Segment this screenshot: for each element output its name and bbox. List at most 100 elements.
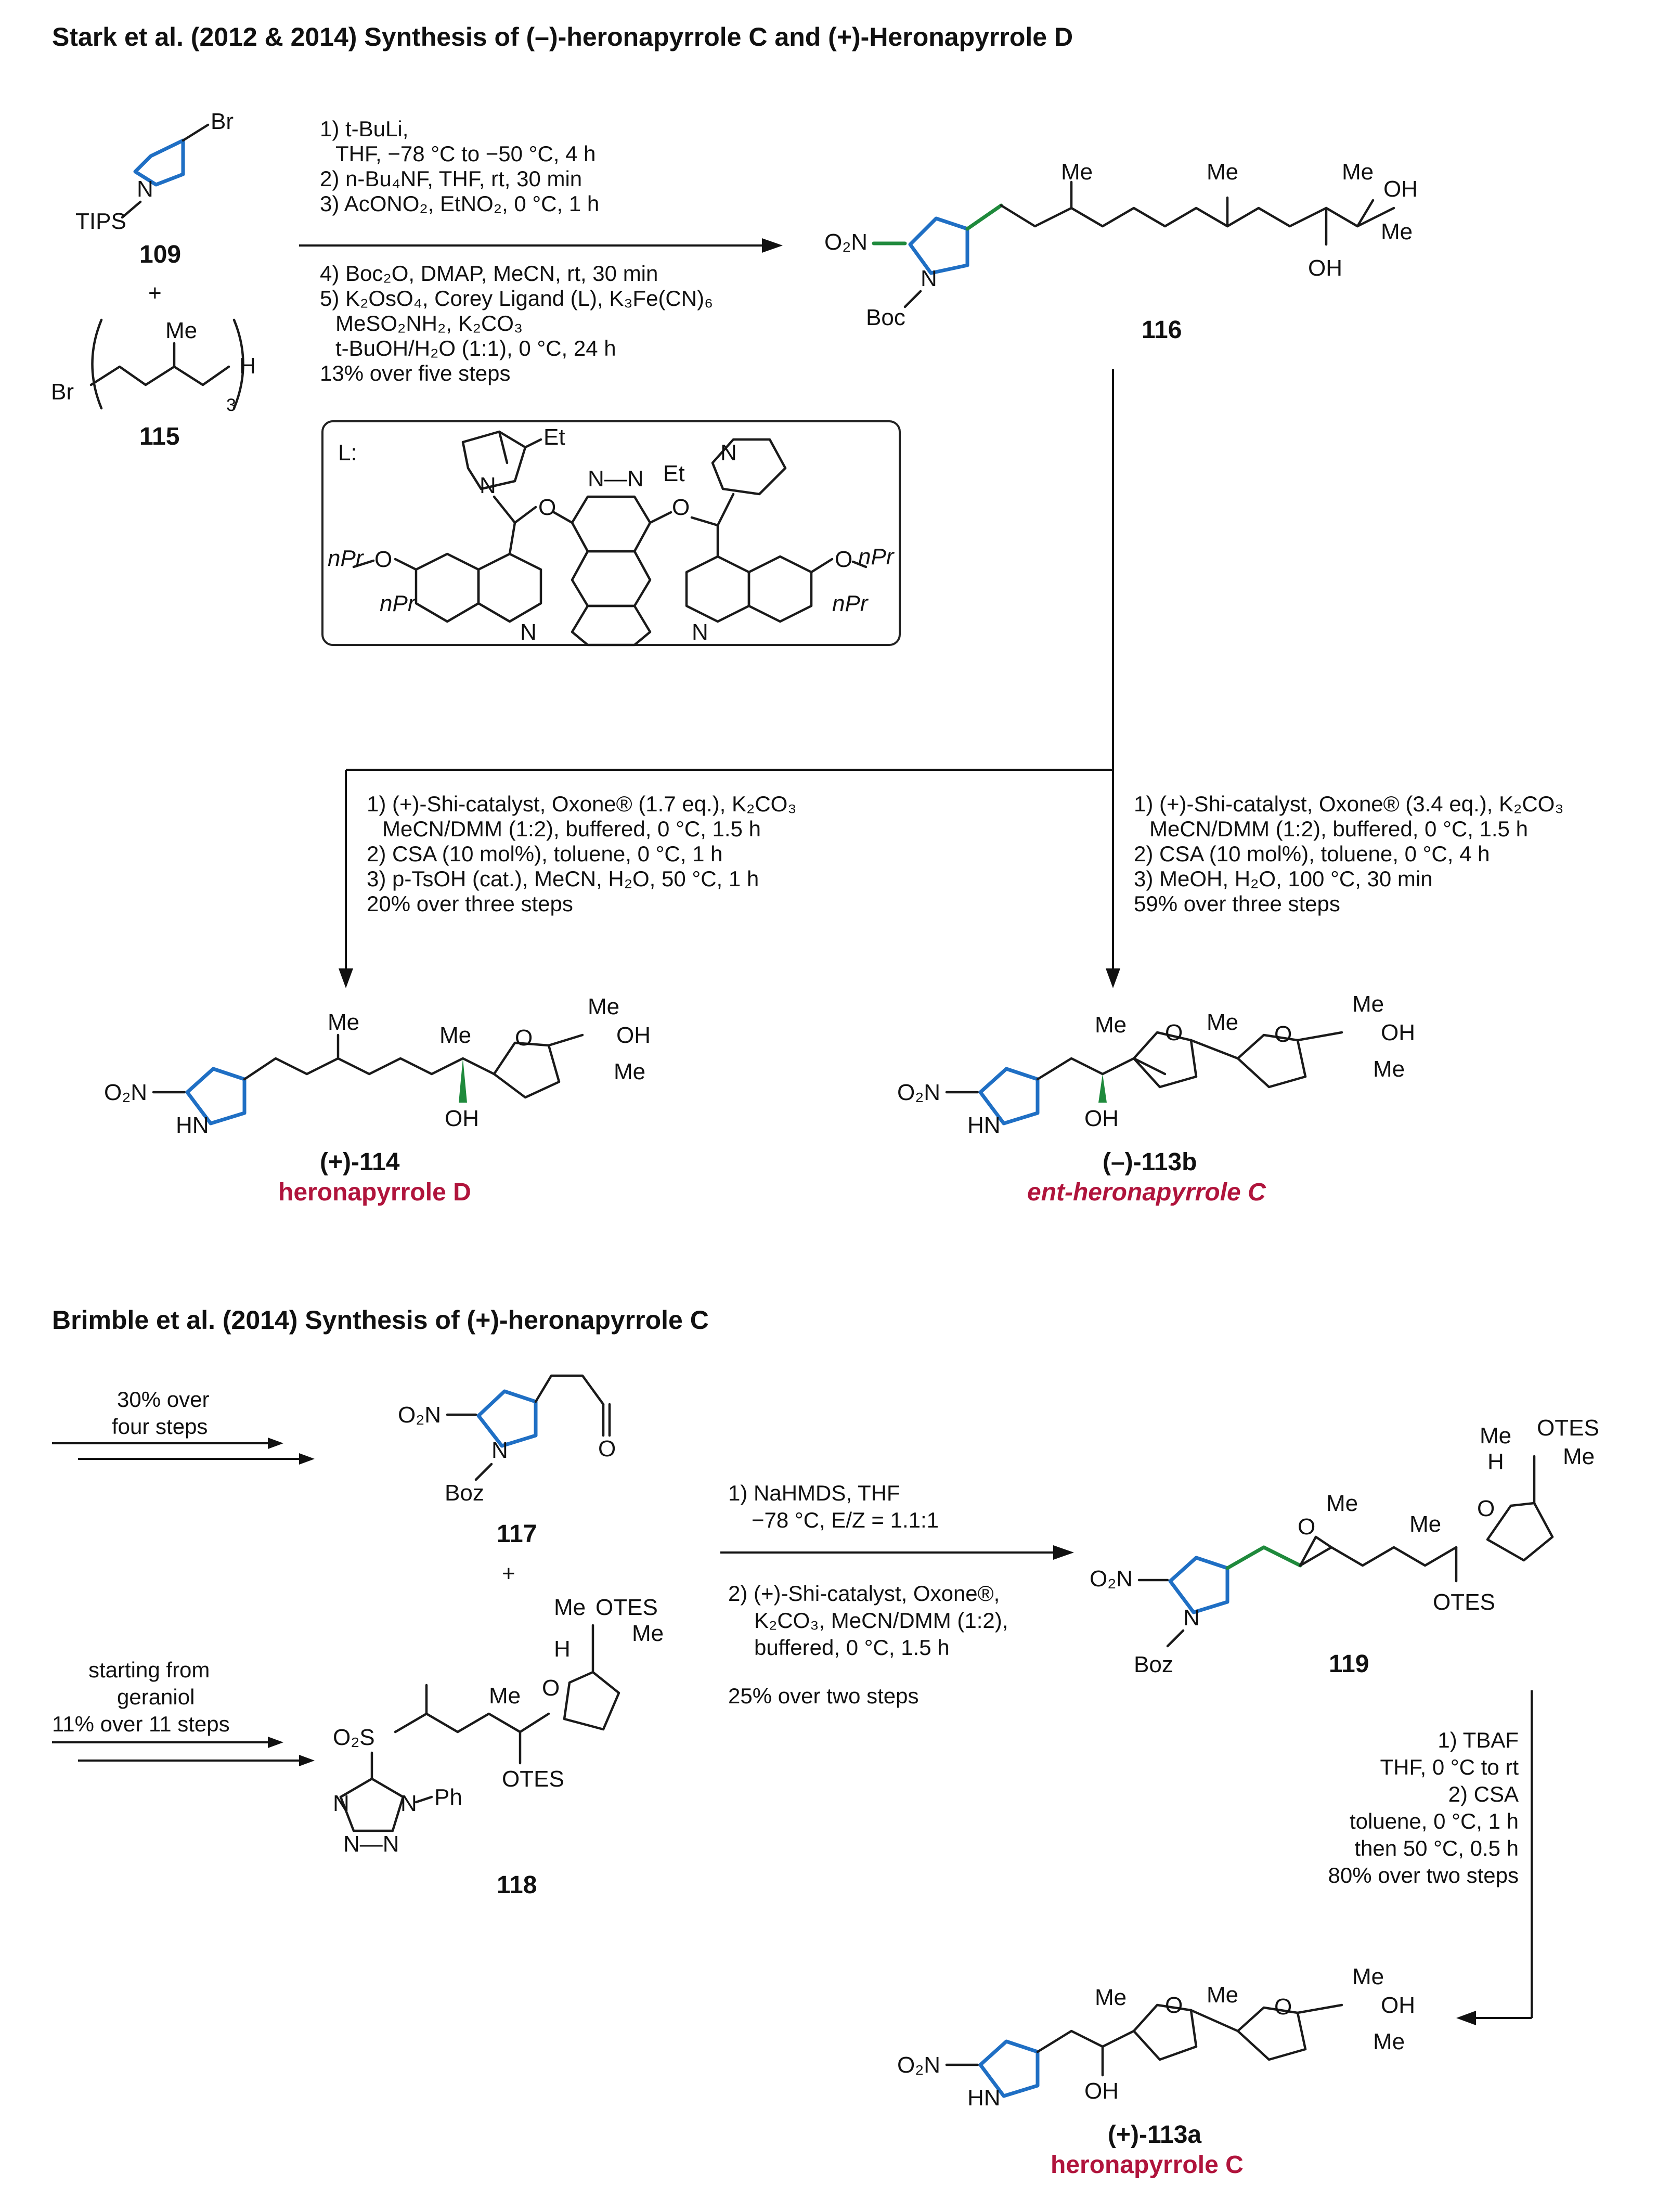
methyl-label: Me [1207,1010,1238,1035]
hydroxyl-label: OH [1381,1020,1415,1045]
svg-text:80% over two steps: 80% over two steps [1328,1863,1519,1887]
svg-text:THF, 0 °C to rt: THF, 0 °C to rt [1380,1755,1519,1779]
otes-label: OTES [1537,1415,1599,1441]
brimble-heading: Brimble et al. (2014) Synthesis of (+)-h… [52,1305,709,1335]
hydroxyl-label: OH [1383,176,1418,202]
compound-119-label: 119 [1329,1650,1369,1678]
methyl-label: Me [1409,1511,1441,1537]
methyl-label: Me [439,1023,471,1048]
hydroxyl-label: OH [1084,1106,1119,1131]
compound-118: Me OTES Me H O Me OTES O₂S N N Ph N—N 11… [333,1595,664,1899]
nitrogen-label: N [1183,1605,1200,1631]
oxygen-label: O [1165,1993,1183,2018]
methyl-label: Me [1373,1056,1405,1082]
svg-text:2) (+)-Shi-catalyst, Oxone®,: 2) (+)-Shi-catalyst, Oxone®, [728,1581,1000,1606]
svg-text:25% over two steps: 25% over two steps [728,1684,919,1708]
otes-label: OTES [595,1595,658,1620]
nitrogen-label: N [491,1438,508,1463]
svg-text:2) CSA (10 mol%), toluene, 0 °: 2) CSA (10 mol%), toluene, 0 °C, 4 h [1134,842,1490,866]
svg-text:toluene, 0 °C, 1 h: toluene, 0 °C, 1 h [1350,1809,1519,1833]
triazole-label: N—N [343,1831,399,1857]
svg-text:1) t-BuLi,: 1) t-BuLi, [320,117,408,141]
svg-text:−78 °C, E/Z = 1.1:1: −78 °C, E/Z = 1.1:1 [752,1508,939,1532]
svg-text:59% over three steps: 59% over three steps [1134,891,1340,916]
svg-text:2) CSA (10 mol%), toluene, 0 °: 2) CSA (10 mol%), toluene, 0 °C, 1 h [367,842,722,866]
compound-116: O₂N N Boc Me Me OH Me OH Me 116 [824,159,1418,344]
svg-text:K₂CO₃, MeCN/DMM (1:2),: K₂CO₃, MeCN/DMM (1:2), [754,1608,1008,1633]
propyl-label: nPr [832,591,869,616]
oxygen-label: O [672,495,690,520]
hydrogen-label: H [554,1636,571,1662]
propyl-label: nPr [380,591,417,616]
oxygen-label: O [1298,1514,1315,1540]
hydroxyl-label: OH [616,1023,651,1048]
pyrrole-nh-label: HN [967,1113,1001,1138]
stark-left-conditions: 1) (+)-Shi-catalyst, Oxone® (1.7 eq.), K… [367,792,796,916]
methyl-label: Me [1207,1982,1238,2008]
methyl-label: Me [632,1621,664,1646]
svg-text:4) Boc₂O, DMAP, MeCN, rt, 30 m: 4) Boc₂O, DMAP, MeCN, rt, 30 min [320,261,658,286]
methyl-label: Me [1352,991,1384,1017]
compound-117-label: 117 [497,1520,537,1548]
methyl-label: Me [1352,1964,1384,1989]
bromine-label: Br [211,109,234,134]
methyl-label: Me [165,318,197,343]
methyl-label: Me [489,1683,521,1709]
svg-text:3) AcONO₂, EtNO₂, 0 °C, 1 h: 3) AcONO₂, EtNO₂, 0 °C, 1 h [320,191,599,216]
bromine-label: Br [51,379,74,405]
methyl-label: Me [588,994,619,1019]
ligand-label: L: [338,440,357,465]
oxygen-label: O [1477,1496,1495,1521]
boz-label: Boz [1134,1652,1173,1677]
svg-text:starting from: starting from [88,1658,210,1682]
heronapyrrole-d-name: heronapyrrole D [278,1179,471,1206]
methyl-label: Me [328,1010,359,1035]
brimble-bottom-left-conditions: starting from geraniol 11% over 11 steps [52,1658,230,1736]
methyl-label: Me [1326,1491,1358,1516]
compound-113b-label: (–)-113b [1103,1148,1197,1176]
phenyl-label: Ph [434,1784,462,1810]
methyl-label: Me [1480,1423,1511,1448]
repeat-count: 3 [226,395,236,415]
compound-114-label: (+)-114 [320,1148,400,1176]
plus-sign: + [148,280,162,306]
nitrogen-label: N [400,1791,417,1816]
nitro-label: O₂N [398,1402,441,1428]
nitro-label: O₂N [824,229,868,255]
compound-116-label: 116 [1142,316,1182,344]
compound-113a-label: (+)-113a [1108,2121,1201,2149]
svg-text:geraniol: geraniol [117,1685,195,1709]
nitrogen-label: N [137,176,153,202]
svg-text:1) (+)-Shi-catalyst, Oxone® (: 1) (+)-Shi-catalyst, Oxone® (3.4 eq.), K… [1134,792,1563,816]
compound-115-label: 115 [139,423,179,450]
oxygen-label: O [835,547,852,572]
oxygen-label: O [1274,1994,1292,2020]
compound-115: Br Me H 3 115 [51,318,256,450]
svg-text:2) CSA: 2) CSA [1448,1782,1519,1806]
nitrogen-label: N [720,440,737,465]
nitrogen-label: N [921,266,937,291]
otes-label: OTES [502,1766,564,1792]
svg-text:13% over five steps: 13% over five steps [320,361,511,385]
hydrogen-label: H [1487,1449,1504,1474]
svg-text:1) (+)-Shi-catalyst, Oxone® (1: 1) (+)-Shi-catalyst, Oxone® (1.7 eq.), K… [367,792,796,816]
svg-text:1) TBAF: 1) TBAF [1438,1728,1519,1752]
corey-ligand-box: L: Et N O N O nPr nPr N—N O Et N [321,420,901,646]
stark-top-conditions: 1) t-BuLi, THF, −78 °C to −50 °C, 4 h 2)… [320,117,713,385]
nitrogen-label: N [520,619,537,645]
methyl-label: Me [1207,159,1238,185]
nitrogen-label: N [480,473,496,498]
methyl-label: Me [614,1059,645,1084]
svg-text:then 50 °C, 0.5 h: then 50 °C, 0.5 h [1354,1836,1519,1860]
nitro-label: O₂N [1090,1566,1133,1592]
svg-text:buffered, 0 °C, 1.5 h: buffered, 0 °C, 1.5 h [754,1635,950,1660]
tips-label: TIPS [75,209,126,234]
ethyl-label: Et [663,461,685,486]
compound-114: O₂N HN Me OH Me O Me OH Me (+)-114 heron… [104,994,651,1206]
oxygen-label: O [1165,1020,1183,1045]
methyl-label: Me [1373,2029,1405,2054]
nitro-label: O₂N [897,2052,940,2078]
methyl-label: Me [1563,1444,1595,1469]
svg-text:3) MeOH, H₂O, 100 °C, 30 min: 3) MeOH, H₂O, 100 °C, 30 min [1134,866,1433,891]
